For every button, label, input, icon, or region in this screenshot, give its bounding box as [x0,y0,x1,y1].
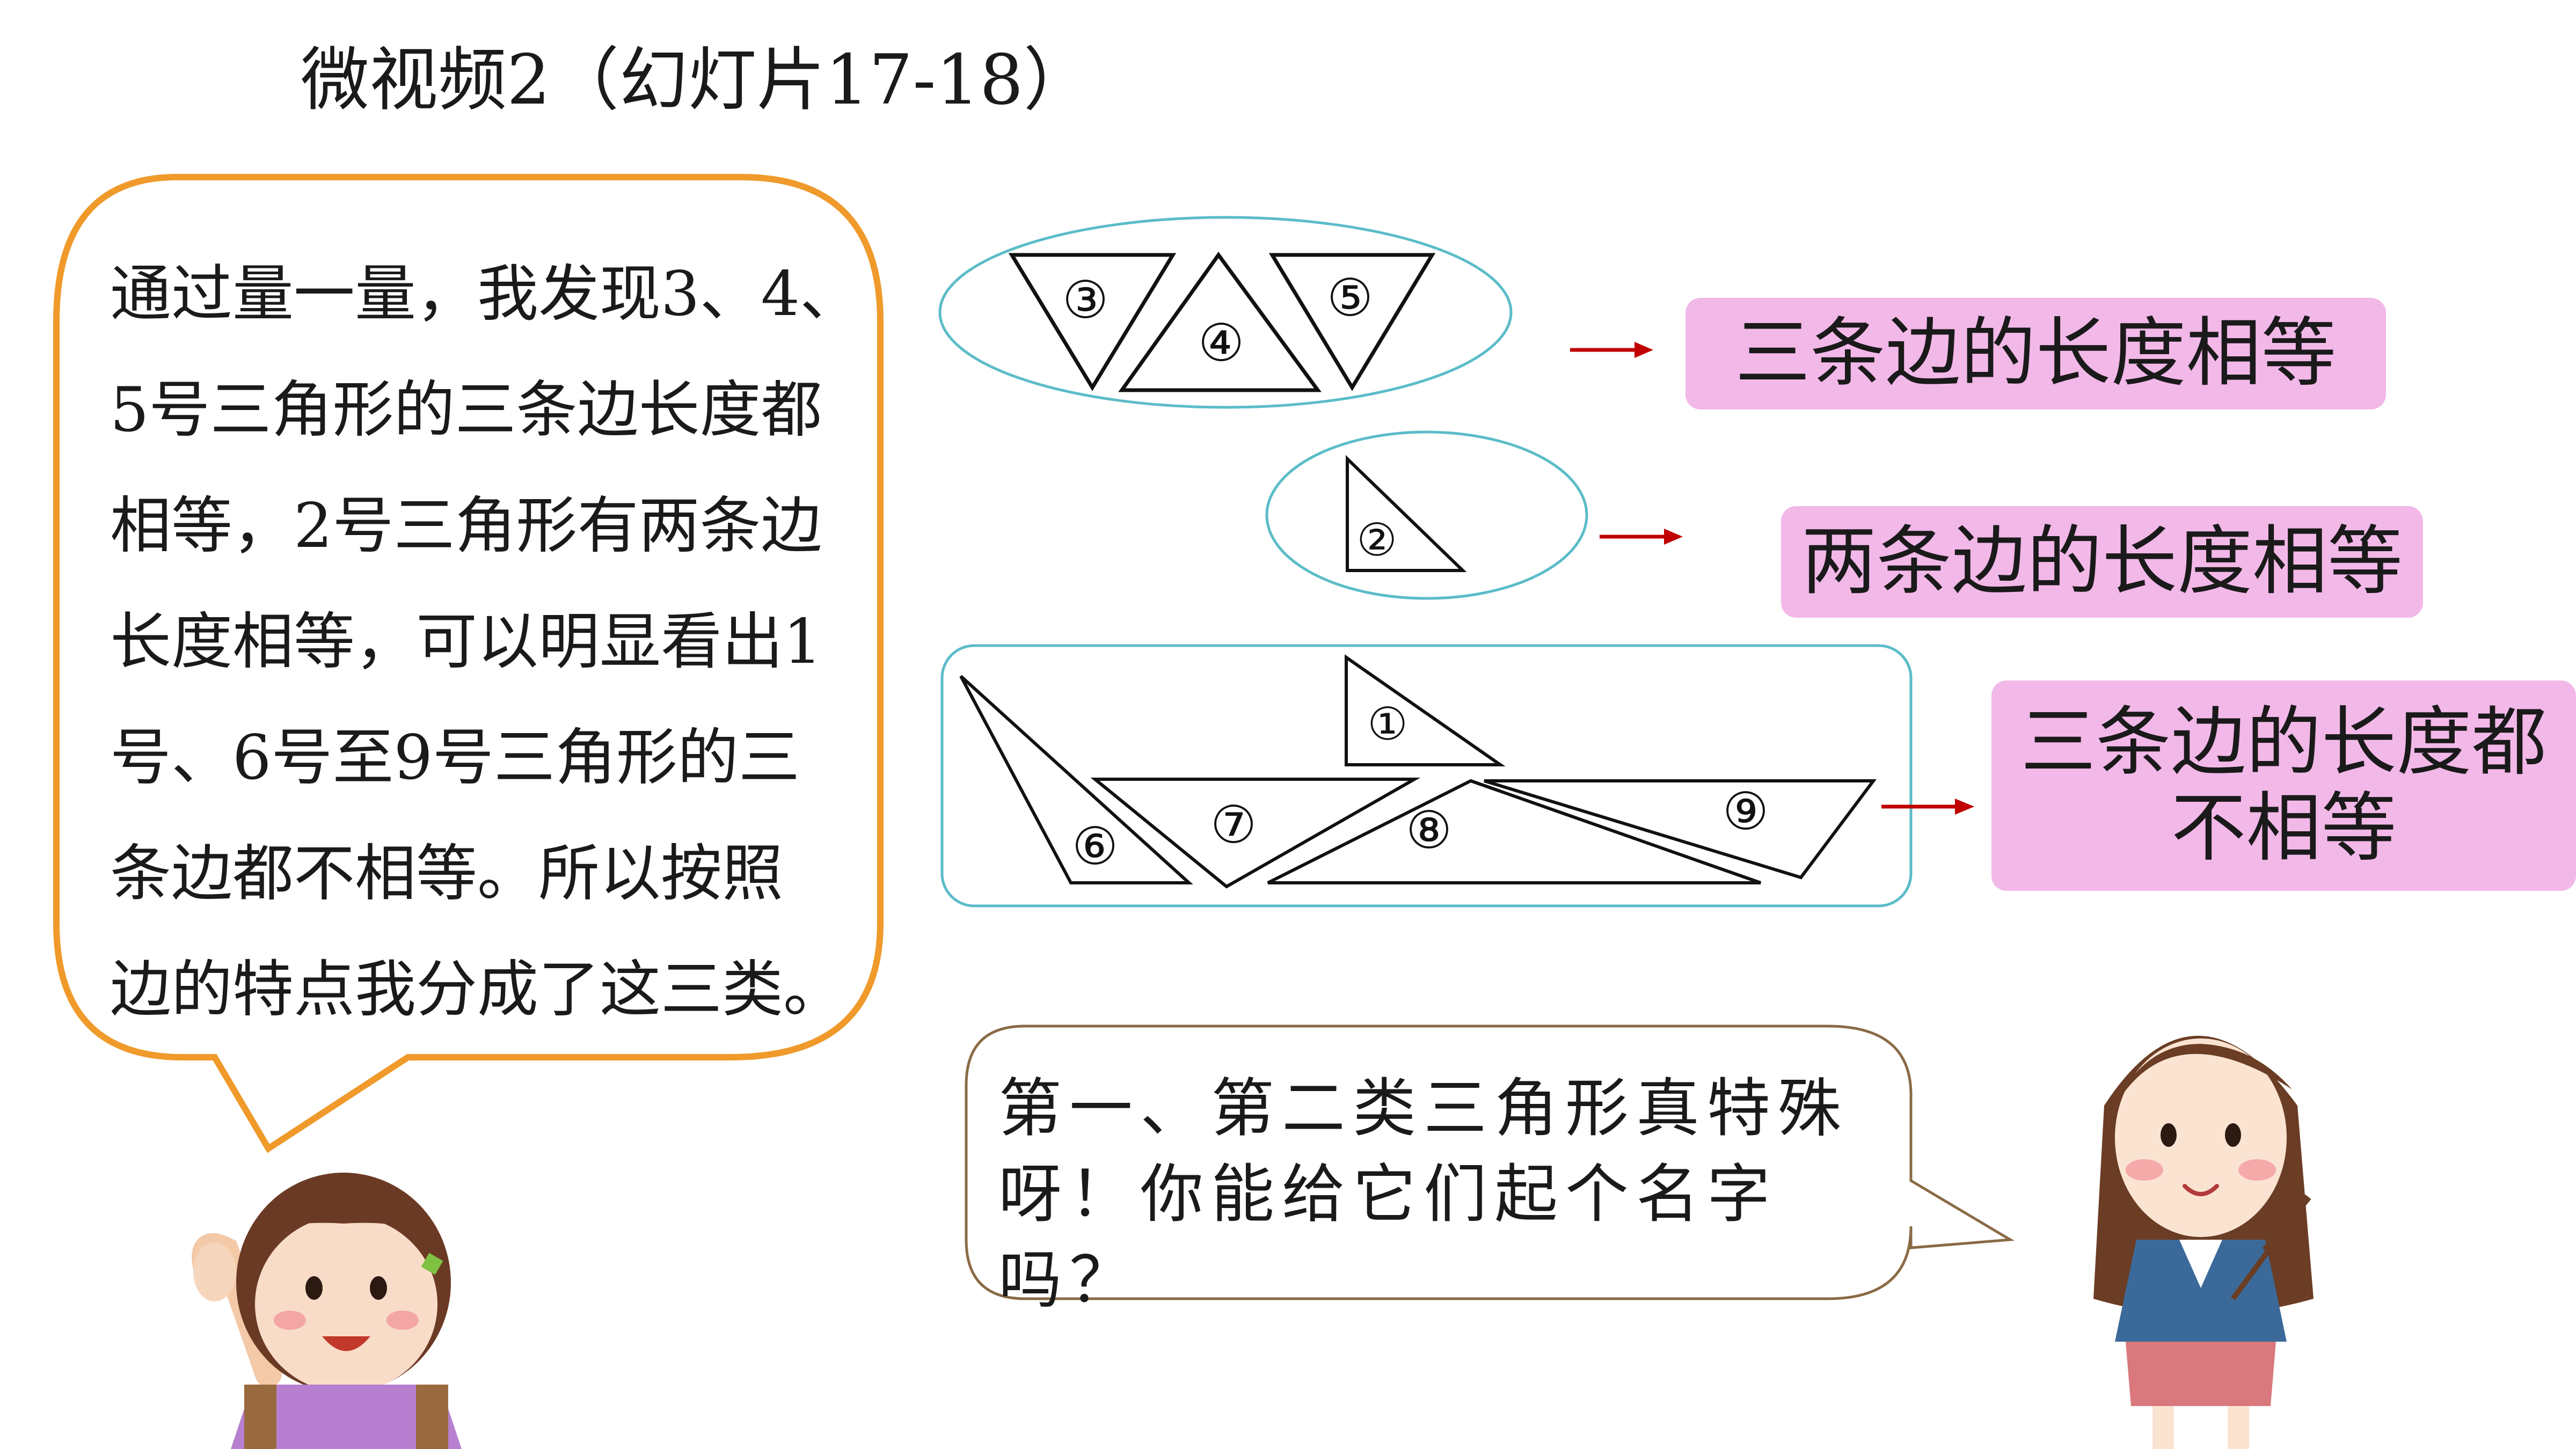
label-no-equal-sides-line-2: 不相等 [2171,785,2397,872]
label-no-equal-sides: 三条边的长度都 不相等 [1991,680,2576,891]
arrow-group-3 [1881,799,1974,815]
teacher-speech-bubble [965,1024,2015,1300]
teacher-bubble-line: 第一、第二类三角形真特殊 [998,1071,1849,1145]
label-no-equal-sides-line-1: 三条边的长度都 [2020,699,2547,786]
triangle-2 [1346,455,1467,572]
group-scalene-outline [940,644,1913,908]
slide-title: 微视频2（幻灯片17-18） [301,40,1092,120]
triangle-number-7: ⑦ [1210,795,1257,855]
triangle-number-5: ⑤ [1327,268,1373,328]
girl-bubble-line: 号、6号至9号三角形的三 [110,722,800,793]
group-isosceles-outline [1265,430,1588,600]
label-equal-three-sides: 三条边的长度相等 [1685,298,2386,409]
arrow-group-1 [1570,342,1653,358]
triangle-number-2: ② [1356,514,1397,566]
teacher-character-illustration [2093,1036,2314,1449]
girl-bubble-line: 边的特点我分成了这三类。 [110,954,845,1025]
triangle-number-9: ⑨ [1723,781,1769,841]
girl-bubble-line: 长度相等，可以明显看出1 [110,606,822,677]
triangle-number-6: ⑥ [1072,816,1118,876]
triangle-9 [1484,779,1877,880]
triangle-4 [1118,252,1322,392]
triangle-number-3: ③ [1062,270,1108,330]
arrow-group-2 [1600,529,1683,545]
label-equal-two-sides: 两条边的长度相等 [1781,506,2423,618]
triangle-3 [1008,253,1177,391]
triangle-number-4: ④ [1198,313,1244,373]
triangle-number-1: ① [1367,698,1407,750]
triangle-5 [1268,253,1436,391]
triangle-6 [959,675,1193,884]
girl-bubble-text: 通过量一量，我发现3、4、 5号三角形的三条边长度都 相等，2号三角形有两条边 … [110,236,872,1048]
teacher-bubble-text: 第一、第二类三角形真特殊 呀！你能给它们起个名字吗？ [998,1065,1884,1323]
triangle-number-8: ⑧ [1406,800,1452,860]
girl-bubble-line: 5号三角形的三条边长度都 [110,374,822,445]
triangle-1 [1345,654,1506,766]
triangle-8 [1267,779,1761,884]
girl-bubble-line: 条边都不相等。所以按照 [110,838,784,909]
triangle-7 [1090,778,1421,889]
group-equilateral-outline [938,216,1513,409]
girl-bubble-line: 通过量一量，我发现3、4、 [110,258,862,330]
girl-bubble-line: 相等，2号三角形有两条边 [110,490,822,561]
label-equal-two-sides-text: 两条边的长度相等 [1801,518,2403,605]
label-equal-three-sides-text: 三条边的长度相等 [1735,310,2337,397]
girl-character-illustration [192,1173,462,1449]
teacher-bubble-line: 呀！你能给它们起个名字吗？ [998,1157,1778,1317]
girl-speech-bubble [53,174,884,1153]
